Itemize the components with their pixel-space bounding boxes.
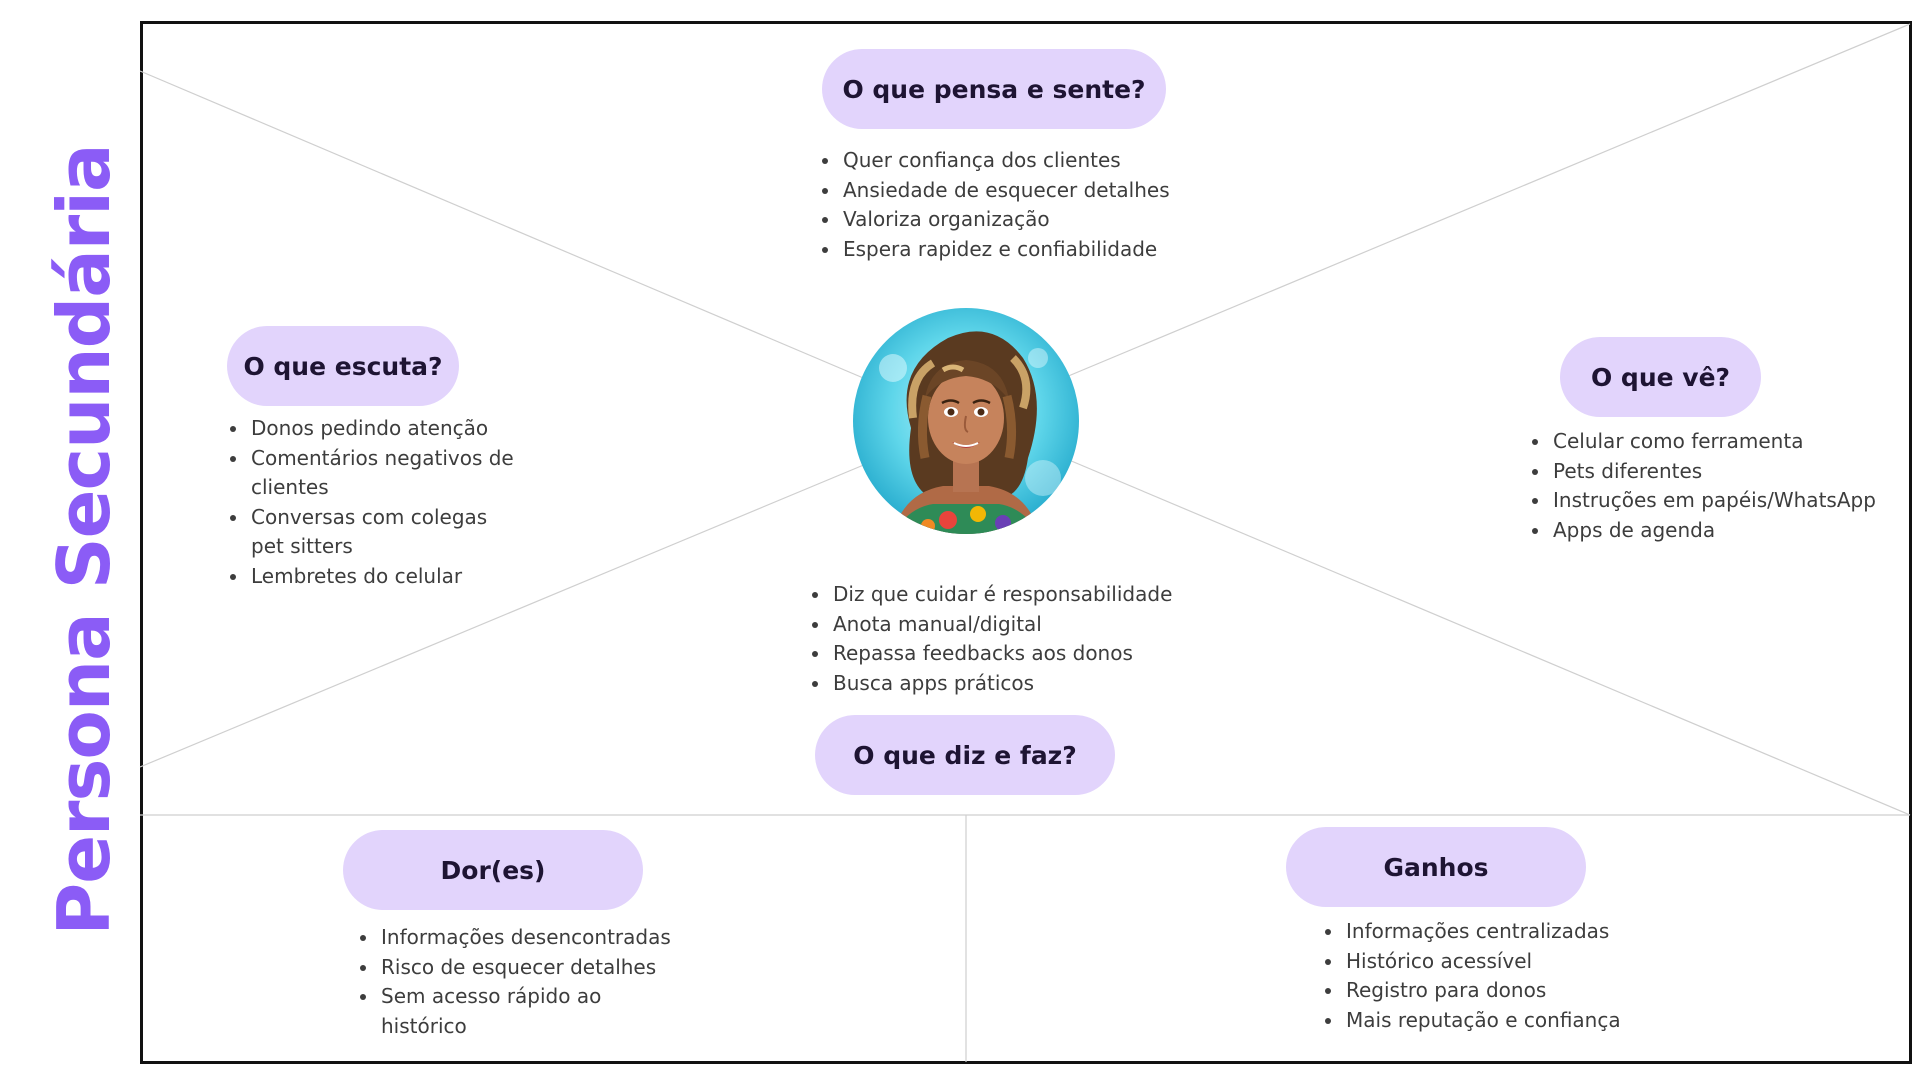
list-item: Repassa feedbacks aos donos [831, 639, 1211, 669]
hears-text: O que escuta? [243, 351, 443, 381]
list-item: Quer confiança dos clientes [841, 146, 1221, 176]
says-does-text: O que diz e faz? [853, 740, 1077, 770]
pains-label: Dor(es) [343, 830, 643, 910]
hears-list: Donos pedindo atenção Comentários negati… [223, 414, 519, 591]
empathy-map-frame [140, 21, 1912, 1064]
list-item: Celular como ferramenta [1551, 427, 1920, 457]
gains-list: Informações centralizadas Histórico aces… [1318, 917, 1724, 1035]
list-item: Histórico acessível [1344, 947, 1724, 977]
sees-text: O que vê? [1590, 362, 1731, 392]
hears-label: O que escuta? [227, 326, 459, 406]
list-item: Registro para donos [1344, 976, 1724, 1006]
gains-text: Ganhos [1383, 852, 1489, 882]
list-item: Informações centralizadas [1344, 917, 1724, 947]
list-item: Conversas com colegas pet sitters [249, 503, 519, 562]
list-item: Valoriza organização [841, 205, 1221, 235]
list-item: Instruções em papéis/WhatsApp [1551, 486, 1920, 516]
list-item: Comentários negativos de clientes [249, 444, 519, 503]
list-item: Mais reputação e confiança [1344, 1006, 1724, 1036]
list-item: Risco de esquecer detalhes [379, 953, 709, 983]
list-item: Lembretes do celular [249, 562, 519, 592]
list-item: Pets diferentes [1551, 457, 1920, 487]
list-item: Diz que cuidar é responsabilidade [831, 580, 1211, 610]
gains-label: Ganhos [1286, 827, 1586, 907]
list-item: Donos pedindo atenção [249, 414, 519, 444]
pains-text: Dor(es) [440, 855, 546, 885]
thinks-feels-label: O que pensa e sente? [822, 49, 1166, 129]
sees-label: O que vê? [1560, 337, 1761, 417]
list-item: Ansiedade de esquecer detalhes [841, 176, 1221, 206]
thinks-feels-list: Quer confiança dos clientes Ansiedade de… [815, 146, 1221, 264]
list-item: Sem acesso rápido ao histórico [379, 982, 611, 1041]
list-item: Apps de agenda [1551, 516, 1920, 546]
diagonal-bottom-right [1068, 459, 1911, 816]
list-item: Busca apps práticos [831, 669, 1211, 699]
persona-avatar-icon [853, 308, 1079, 534]
says-does-list: Diz que cuidar é responsabilidade Anota … [805, 580, 1211, 698]
list-item: Informações desencontradas [379, 923, 709, 953]
pains-list: Informações desencontradas Risco de esqu… [353, 923, 709, 1041]
diagonal-top-left [139, 70, 869, 381]
diagonal-bottom-left [139, 463, 867, 768]
says-does-label: O que diz e faz? [815, 715, 1115, 795]
sees-list: Celular como ferramenta Pets diferentes … [1525, 427, 1920, 545]
persona-avatar [853, 308, 1079, 534]
thinks-feels-text: O que pensa e sente? [842, 74, 1146, 104]
list-item: Espera rapidez e confiabilidade [841, 235, 1221, 265]
list-item: Anota manual/digital [831, 610, 1211, 640]
diagonal-top-right [1065, 23, 1911, 378]
